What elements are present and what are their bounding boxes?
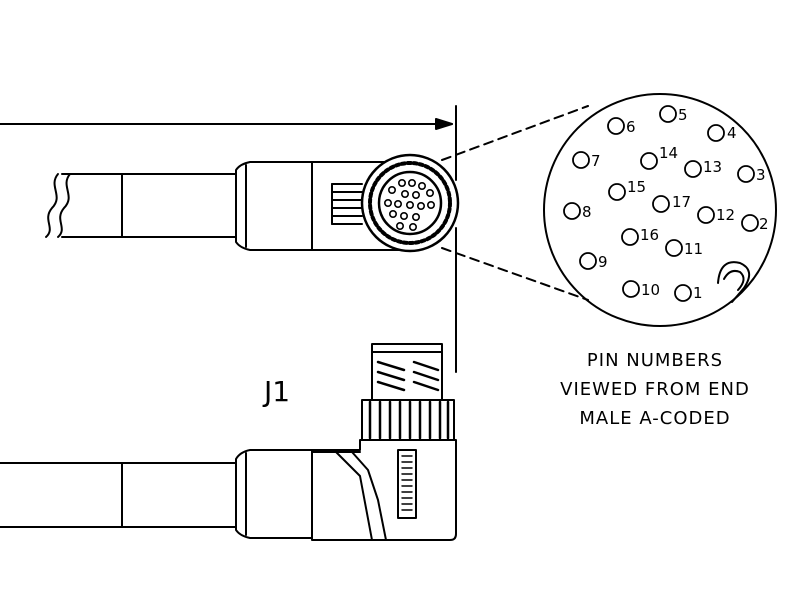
connector-reference-label: J1 — [262, 375, 290, 408]
caption-line-3: MALE A-CODED — [579, 408, 730, 429]
pin-label-1: 1 — [693, 284, 703, 302]
dimension-line — [0, 105, 457, 373]
pin-label-4: 4 — [727, 124, 737, 142]
pin-label-8: 8 — [582, 203, 592, 221]
pin-label-11: 11 — [684, 240, 703, 258]
pin-label-16: 16 — [640, 226, 659, 244]
pin-label-2: 2 — [759, 215, 769, 233]
pin-label-6: 6 — [626, 118, 636, 136]
pin-label-7: 7 — [591, 152, 601, 170]
pin-number-labels: 1 2 3 4 5 6 7 8 9 10 11 12 13 14 15 16 1… — [582, 106, 769, 302]
detail-leader-lines — [441, 105, 589, 301]
pin-view-caption: PIN NUMBERS VIEWED FROM END MALE A-CODED — [560, 350, 750, 429]
pin-face-detail — [543, 93, 777, 327]
pin-label-14: 14 — [659, 144, 678, 162]
pin-label-9: 9 — [598, 253, 608, 271]
pin-label-3: 3 — [756, 166, 766, 184]
pin-label-13: 13 — [703, 158, 722, 176]
pin-label-12: 12 — [716, 206, 735, 224]
pin-label-10: 10 — [641, 281, 660, 299]
pin-label-17: 17 — [672, 193, 691, 211]
pin-label-5: 5 — [678, 106, 688, 124]
caption-line-2: VIEWED FROM END — [560, 379, 750, 400]
bottom-cable-assembly — [0, 343, 457, 541]
pin-label-15: 15 — [627, 178, 646, 196]
top-cable-assembly — [45, 153, 460, 253]
caption-line-1: PIN NUMBERS — [587, 350, 723, 371]
